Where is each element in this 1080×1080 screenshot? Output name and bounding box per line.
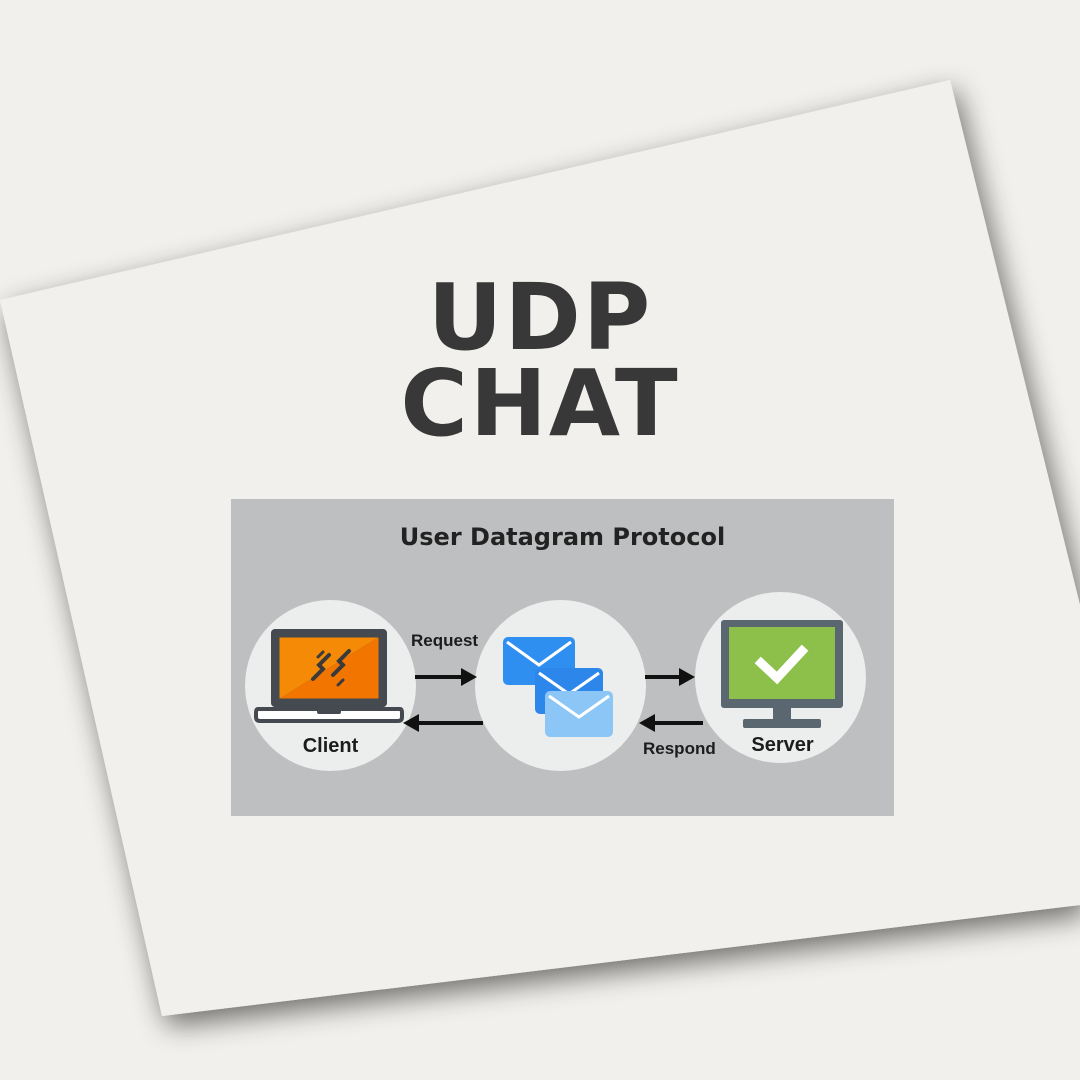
request-label: Request [411,631,479,650]
arrow-left-icon [403,714,483,732]
envelopes-icon [503,637,613,737]
laptop-icon [254,629,404,723]
title-line-1: UDP [427,264,653,371]
checkmark-icon [754,644,809,685]
server-label: Server [751,734,814,756]
client-label: Client [302,735,359,757]
diagram-title: User Datagram Protocol [399,523,726,551]
udp-diagram: User Datagram Protocol [231,499,894,816]
respond-label: Respond [643,739,716,758]
title-line-2: CHAT [400,350,680,457]
broken-link-icon [311,649,351,687]
diagram-graphics [254,620,843,737]
arrow-right-icon [415,668,477,686]
arrow-left-icon [639,714,703,732]
arrow-right-icon [645,668,695,686]
monitor-icon [721,620,843,728]
